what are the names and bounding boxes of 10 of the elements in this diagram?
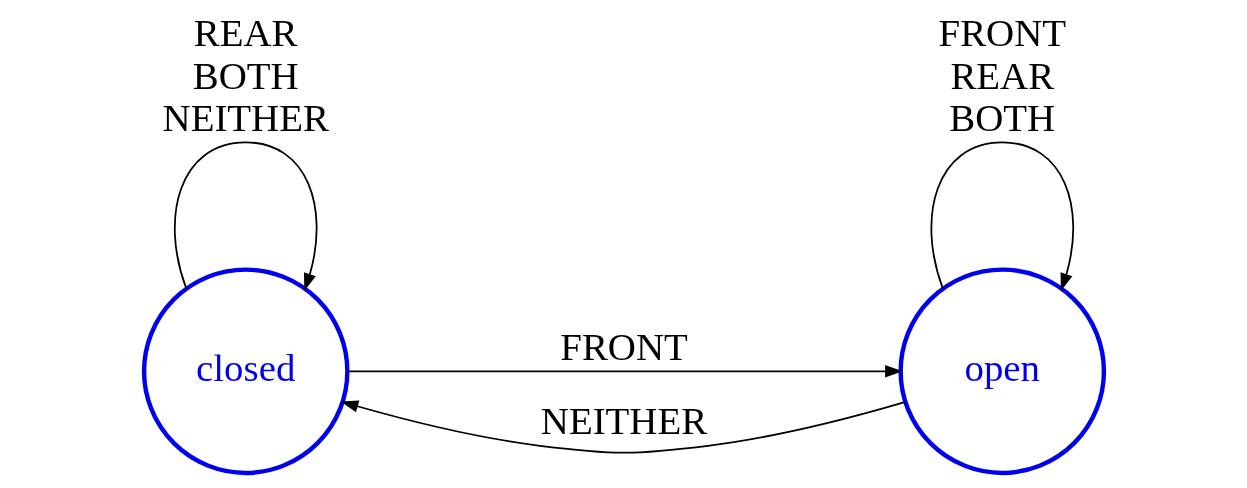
edge-label: FRONT (559, 324, 688, 368)
node-circle: open (897, 267, 1106, 476)
node-circle: closed (141, 267, 350, 476)
edge-label: FRONT REAR BOTH (938, 11, 1066, 140)
arrow (340, 400, 906, 454)
arrow (173, 141, 317, 292)
arrow (346, 365, 903, 378)
arrow (930, 141, 1074, 292)
edge-label: REAR BOTH NEITHER (162, 11, 329, 140)
edge-label: NEITHER (540, 399, 707, 443)
